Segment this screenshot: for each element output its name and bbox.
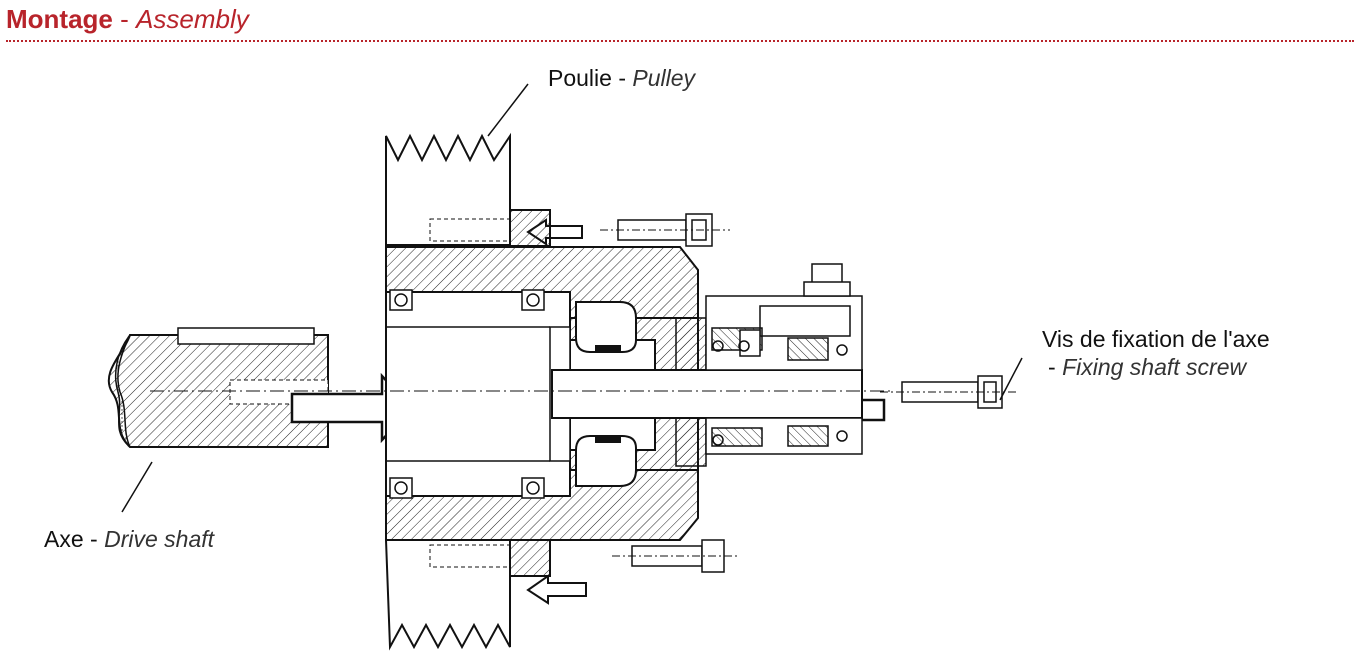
title-english: Assembly	[136, 4, 249, 34]
screw-icon	[612, 539, 740, 573]
pulley-top	[385, 132, 551, 247]
page-title: Montage - Assembly	[6, 2, 249, 36]
pulley-leader	[487, 83, 529, 137]
title-french: Montage	[6, 4, 113, 34]
pulley-label: Poulie - Pulley	[548, 65, 696, 91]
drive-shaft-leader	[121, 461, 153, 513]
drive-shaft	[107, 327, 329, 448]
bearing-icon	[389, 289, 545, 499]
screw-icon	[600, 213, 730, 247]
insert-arrow-icon	[526, 574, 587, 605]
drive-shaft-label: Axe - Drive shaft	[44, 526, 215, 552]
shaft-screw-label: Vis de fixation de l'axe - Fixing shaft …	[1042, 326, 1270, 380]
pulley-bottom	[384, 539, 551, 651]
hub-housing	[385, 246, 863, 541]
fixing-screw	[880, 375, 1018, 409]
header-dotted-rule	[6, 40, 1354, 42]
screw-leader	[999, 357, 1023, 401]
rotary-union	[675, 263, 863, 467]
title-separator: -	[120, 4, 129, 34]
